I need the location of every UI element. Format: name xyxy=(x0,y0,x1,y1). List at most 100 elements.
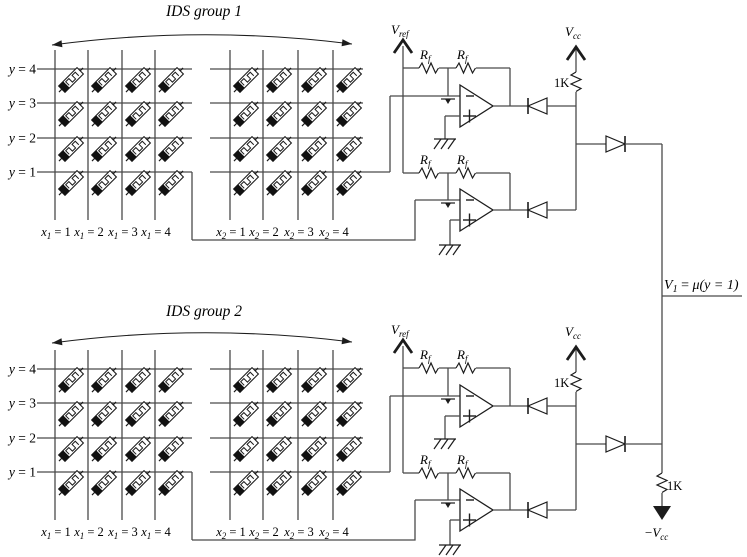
memristor-polarity-mark xyxy=(91,415,103,427)
memristor-lead xyxy=(322,136,327,141)
memristor xyxy=(265,366,293,394)
memristor-lead xyxy=(301,457,306,462)
memristor-lead xyxy=(322,470,327,475)
ground-symbol xyxy=(433,138,456,150)
memristor xyxy=(300,435,328,463)
memristor xyxy=(124,435,152,463)
memristor-lead xyxy=(112,136,117,141)
memristor-wave xyxy=(97,440,113,455)
memristor-lead xyxy=(357,470,362,475)
memristor-lead xyxy=(112,401,117,406)
ground-hatch xyxy=(433,438,442,450)
resistor-rf xyxy=(418,166,440,180)
memristor xyxy=(157,469,185,497)
memristor-polarity-mark xyxy=(91,450,103,462)
memristor-lead xyxy=(125,457,130,462)
memristor-wave xyxy=(272,105,288,120)
memristor-lead xyxy=(179,170,184,175)
memristor-wave xyxy=(131,140,147,155)
memristor-wave xyxy=(342,105,358,120)
memristor xyxy=(124,400,152,428)
memristor xyxy=(335,435,363,463)
memristor-polarity-mark xyxy=(58,484,70,496)
column-label: x2 = 4 xyxy=(318,525,349,541)
ground-hatch xyxy=(433,138,442,150)
rf-label: Rf xyxy=(419,47,432,64)
column-label: x1 = 4 xyxy=(140,225,171,241)
memristor-polarity-mark xyxy=(158,81,170,93)
memristor-polarity-mark xyxy=(125,484,137,496)
memristor-lead xyxy=(179,401,184,406)
memristor-lead xyxy=(79,470,84,475)
rf-label: Rf xyxy=(419,452,432,469)
memristor-polarity-mark xyxy=(158,484,170,496)
memristor-lead xyxy=(125,388,130,393)
memristor-polarity-mark xyxy=(125,81,137,93)
memristor-polarity-mark xyxy=(336,81,348,93)
memristor-lead xyxy=(91,191,96,196)
memristor xyxy=(300,100,328,128)
opamp-triangle xyxy=(459,83,495,129)
memristor-lead xyxy=(301,388,306,393)
memristor-wave xyxy=(97,371,113,386)
memristor-wave xyxy=(97,174,113,189)
memristor xyxy=(232,135,260,163)
vcc-arrow xyxy=(565,44,587,61)
memristor-lead xyxy=(179,436,184,441)
memristor-lead xyxy=(254,101,259,106)
memristor-lead xyxy=(233,491,238,496)
wire-rowA-to-opamp xyxy=(192,500,416,541)
memristor-wave xyxy=(131,174,147,189)
memristor-wave xyxy=(272,440,288,455)
ids-group-1-label: IDS group 1 xyxy=(165,3,242,20)
memristor-wave xyxy=(64,405,80,420)
memristor xyxy=(300,135,328,163)
memristor-lead xyxy=(233,88,238,93)
rf-label: Rf xyxy=(456,347,469,364)
neg-vcc-arrow xyxy=(653,506,671,520)
memristor xyxy=(335,100,363,128)
memristor-wave xyxy=(307,140,323,155)
memristor-wave xyxy=(342,174,358,189)
memristor-lead xyxy=(79,136,84,141)
memristor-polarity-mark xyxy=(158,381,170,393)
memristor-lead xyxy=(112,470,117,475)
opamp xyxy=(459,383,495,429)
column-label: x1 = 2 xyxy=(73,525,104,541)
memristor-lead xyxy=(287,470,292,475)
memristor-wave xyxy=(239,371,255,386)
memristor-polarity-mark xyxy=(158,450,170,462)
vcc-label: Vcc xyxy=(565,324,581,341)
memristor-lead xyxy=(125,191,130,196)
memristor-lead xyxy=(336,122,341,127)
memristor-polarity-mark xyxy=(266,115,278,127)
memristor-lead xyxy=(58,457,63,462)
memristor-polarity-mark xyxy=(158,150,170,162)
memristor xyxy=(157,435,185,463)
memristor-wave xyxy=(131,440,147,455)
memristor-lead xyxy=(112,67,117,72)
memristor-lead xyxy=(266,388,271,393)
memristor xyxy=(335,400,363,428)
memristor-wave xyxy=(239,440,255,455)
memristor-lead xyxy=(179,470,184,475)
memristor-lead xyxy=(266,422,271,427)
vref-arrow xyxy=(392,337,414,354)
memristor-polarity-mark xyxy=(301,81,313,93)
memristor-wave xyxy=(272,174,288,189)
diode xyxy=(526,201,548,219)
memristor-lead xyxy=(125,88,130,93)
memristor-wave xyxy=(307,371,323,386)
memristor-wave xyxy=(64,440,80,455)
arrowhead xyxy=(52,338,63,346)
vcc-arrow xyxy=(565,344,587,361)
memristor xyxy=(232,469,260,497)
memristor-polarity-mark xyxy=(91,184,103,196)
memristor xyxy=(265,469,293,497)
ground-hatch xyxy=(452,244,461,256)
memristor-wave xyxy=(64,474,80,489)
memristor-polarity-mark xyxy=(266,381,278,393)
vref-arrow xyxy=(392,37,414,54)
